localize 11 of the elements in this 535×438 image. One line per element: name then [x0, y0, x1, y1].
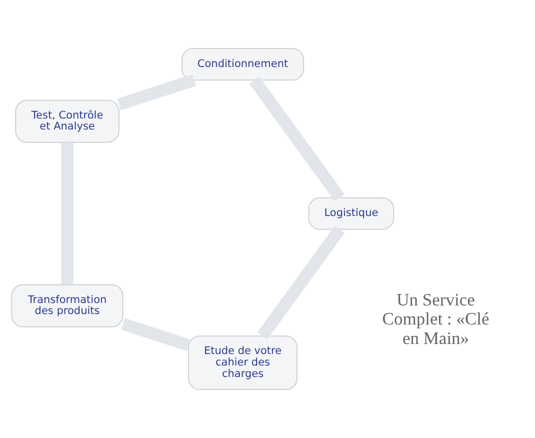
- connector: [120, 318, 190, 351]
- connector: [249, 76, 345, 202]
- node-box: Conditionnement: [182, 48, 304, 80]
- node-box: Transformation des produits: [11, 284, 124, 328]
- connector: [257, 226, 345, 340]
- connector: [117, 74, 196, 110]
- node-box: Logistique: [308, 197, 394, 230]
- node-box: Test, Contrôle et Analyse: [15, 100, 120, 143]
- connector: [61, 142, 74, 285]
- node-box: Etude de votre cahier des charges: [188, 336, 298, 390]
- label: Un Service Complet : «Clé en Main»: [382, 289, 490, 348]
